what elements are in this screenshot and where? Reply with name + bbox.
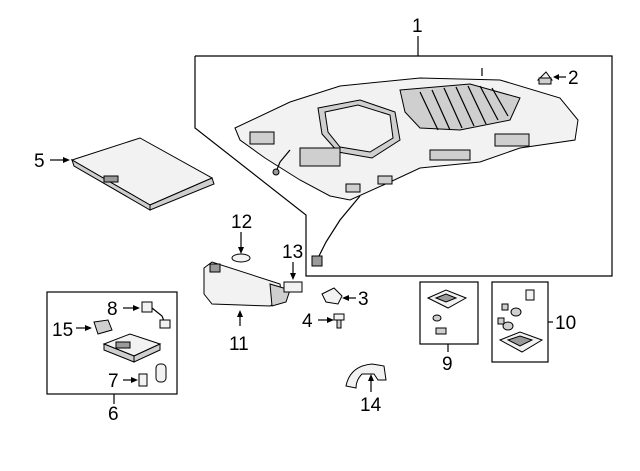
map-lamp-body[interactable]	[102, 333, 162, 363]
callout-4: 4	[302, 311, 313, 332]
clip-part-2[interactable]	[536, 71, 566, 85]
sunshade-part[interactable]	[50, 137, 215, 211]
screw-part-4[interactable]	[318, 313, 345, 329]
callout-8: 8	[107, 299, 118, 320]
dome-lamp-part-9[interactable]	[426, 289, 468, 335]
callout-14: 14	[360, 395, 382, 416]
callout-9: 9	[442, 354, 453, 375]
console-lamp-group-frame	[491, 281, 553, 363]
holder-part-13[interactable]	[283, 262, 303, 293]
map-lamp-group-frame	[46, 291, 178, 404]
headliner-ribs	[419, 85, 509, 131]
grab-handle-part-14[interactable]	[345, 363, 387, 392]
callout-6: 6	[108, 404, 119, 425]
callout-5: 5	[34, 151, 45, 172]
callout-3: 3	[358, 289, 369, 310]
callout-7: 7	[108, 371, 119, 392]
bracket-part-3[interactable]	[321, 287, 356, 305]
callout-11: 11	[229, 334, 249, 355]
sun-visor-part[interactable]	[203, 261, 291, 326]
console-lamp-part-10[interactable]	[497, 289, 544, 353]
callout-1: 1	[412, 16, 423, 37]
headliner-group-frame	[194, 36, 613, 277]
cap-part-12[interactable]	[231, 232, 251, 263]
dome-lamp-group-frame	[419, 281, 479, 352]
callout-10: 10	[555, 313, 576, 334]
callout-13: 13	[282, 242, 303, 263]
callout-15: 15	[52, 320, 73, 341]
headliner-part[interactable]	[234, 68, 579, 267]
bulb-part-7[interactable]	[123, 363, 167, 387]
callout-2: 2	[568, 68, 579, 89]
connector-part-15[interactable]	[76, 319, 113, 335]
callout-12: 12	[231, 212, 252, 233]
lamp-socket-part-8[interactable]	[123, 301, 171, 329]
